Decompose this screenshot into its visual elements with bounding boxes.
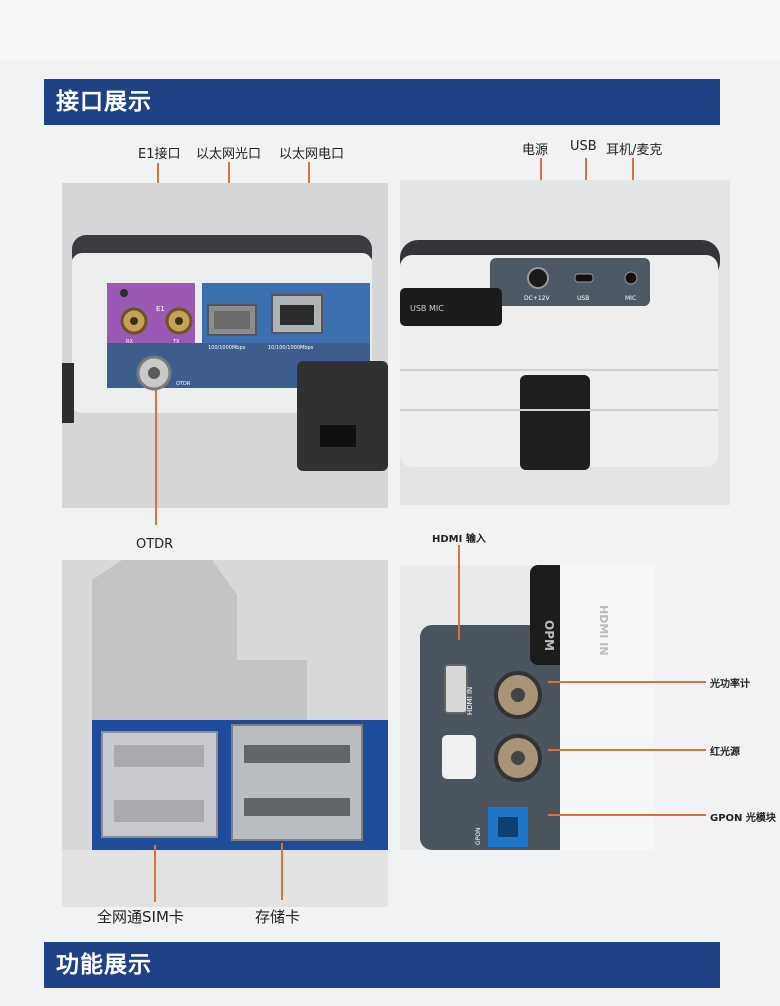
red-light-callout-line: [548, 749, 706, 751]
function-section-header: 功能展示: [44, 942, 720, 988]
card-slots-photo: [62, 560, 388, 907]
headset-port-label: 耳机/麦克: [606, 143, 663, 158]
mic-port-print: MIC: [625, 295, 636, 302]
hdmi-port-print: HDMI IN: [466, 687, 474, 715]
device-front-ports-photo: HDMI IN OPM HDMI IN GPON: [400, 565, 655, 850]
gpon-callout-line: [548, 814, 706, 816]
e1-port-print: E1: [156, 305, 165, 313]
device-front-ports-illustration: HDMI IN OPM HDMI IN GPON: [400, 565, 655, 850]
device-top-ports-photo: E1 RX TX 100/1000Mbps 10/100/1000Mbps OT…: [62, 183, 388, 508]
opm-cap-print: OPM: [542, 620, 556, 651]
e1-callout-line: [157, 163, 159, 193]
sim-card-label: 全网通SIM卡: [97, 908, 184, 926]
power-port-label: 电源: [522, 143, 549, 158]
opm-label: 光功率计: [710, 679, 750, 690]
rx-port-print: RX: [126, 339, 133, 345]
gpon-label: GPON 光模块: [710, 813, 776, 824]
storage-card-label: 存储卡: [255, 908, 301, 926]
opm-callout-line: [548, 681, 706, 683]
eth-optical-port-label: 以太网光口: [196, 147, 262, 162]
usb-port-label: USB: [570, 139, 597, 154]
interface-section-header: 接口展示: [44, 79, 720, 125]
sim-callout-line: [154, 845, 156, 902]
otdr-port-label: OTDR: [136, 537, 174, 552]
hdmi-cap-print: HDMI IN: [597, 605, 610, 656]
card-slots-illustration: [62, 560, 388, 907]
hdmi-input-label: HDMI 输入: [432, 534, 486, 545]
e1-port-label: E1接口: [138, 147, 181, 162]
rj45-speed-print: 10/100/1000Mbps: [268, 345, 314, 351]
eth-electrical-port-label: 以太网电口: [279, 147, 345, 162]
otdr-port-print: OTDR: [176, 381, 191, 387]
gpon-port-print: GPON: [475, 828, 482, 845]
page-header-background: [0, 0, 780, 60]
sfp-speed-print: 100/1000Mbps: [208, 345, 246, 351]
device-top-ports-illustration: E1 RX TX 100/1000Mbps 10/100/1000Mbps OT…: [62, 183, 388, 508]
hdmi-callout-line: [458, 545, 460, 640]
red-light-label: 红光源: [710, 747, 740, 758]
dc-port-print: DC+12V: [524, 295, 550, 302]
device-side-ports-photo: DC+12V USB MIC USB MIC: [400, 180, 730, 505]
storage-callout-line: [281, 843, 283, 900]
otdr-callout-line: [155, 390, 157, 525]
device-side-ports-illustration: DC+12V USB MIC USB MIC: [400, 180, 730, 505]
usb-port-print: USB: [577, 295, 589, 302]
tx-port-print: TX: [172, 339, 180, 345]
cover-print: USB MIC: [410, 304, 444, 313]
